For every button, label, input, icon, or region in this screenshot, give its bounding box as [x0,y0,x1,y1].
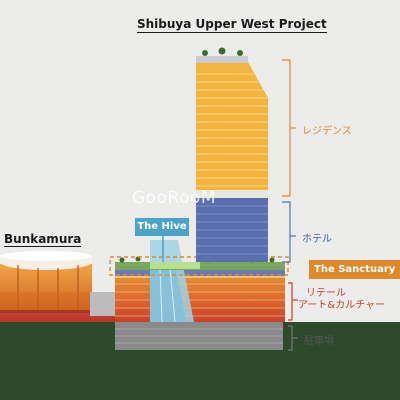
hive-callout: The Hive [135,218,189,236]
sanctuary-callout: The Sanctuary [309,260,400,279]
bunkamura-building [0,251,92,310]
retail-label-line2: アート&カルチャー [298,300,386,311]
hive-atrium [150,236,194,323]
parking-label: 駐車場 [304,336,334,347]
retail-podium [115,268,285,322]
parking-basement [115,322,283,350]
bunkamura-label: Bunkamura [4,232,82,247]
zone-brackets [282,59,298,351]
watermark: GooRooM [132,188,216,208]
hotel-label: ホテル [302,234,332,245]
retail-label-line1: リテール [306,288,346,299]
residence-tower [196,47,268,198]
residence-label: レジデンス [302,126,352,137]
hotel-section [196,198,268,262]
diagram-title: Shibuya Upper West Project [137,17,327,33]
